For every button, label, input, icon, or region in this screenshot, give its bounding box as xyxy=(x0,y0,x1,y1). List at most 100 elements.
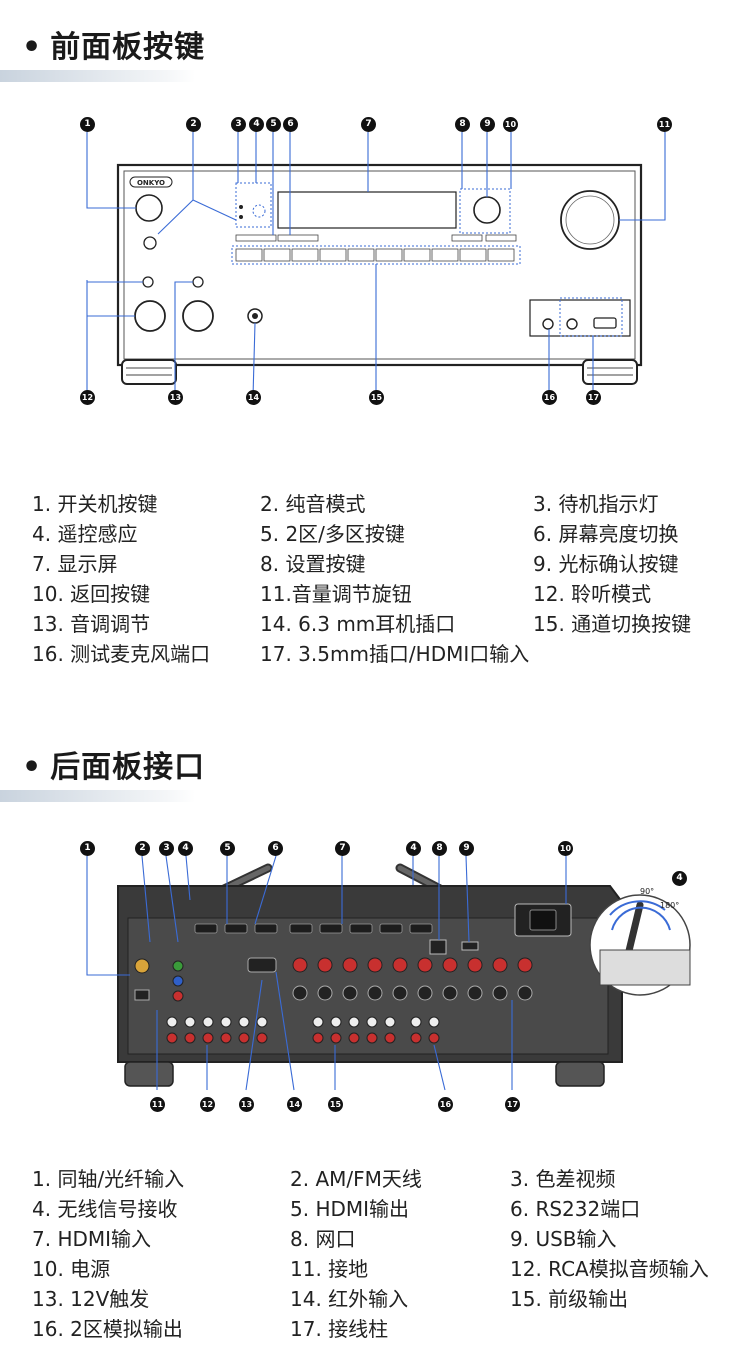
rear-callout-11: 11 xyxy=(150,1097,165,1112)
enter-knob xyxy=(473,196,501,224)
rear-callout-16: 16 xyxy=(438,1097,453,1112)
rear-callout-2: 2 xyxy=(135,841,150,856)
front-leader-lines xyxy=(86,132,666,398)
rear-title-underline xyxy=(0,790,195,802)
rear-callout-8: 8 xyxy=(432,841,447,856)
remote-sensor xyxy=(252,204,266,218)
rear-callout-4c: 4 xyxy=(672,871,687,886)
rear-legend-item: 5. HDMI输出 xyxy=(290,1197,410,1221)
rear-panel-diagram: 90° 180° xyxy=(86,855,691,1091)
front-title-underline xyxy=(0,70,195,82)
front-callout-7: 7 xyxy=(361,117,376,132)
rear-legend-item: 16. 2区模拟输出 xyxy=(32,1317,183,1341)
front-legend-item: 3. 待机指示灯 xyxy=(533,492,659,516)
front-callout-11: 11 xyxy=(657,117,672,132)
ethernet-port xyxy=(429,939,447,955)
rear-legend-item: 11. 接地 xyxy=(290,1257,369,1281)
front-legend-item: 4. 遥控感应 xyxy=(32,522,138,546)
angle-90-label: 90° xyxy=(640,887,654,896)
rear-callout-17: 17 xyxy=(505,1097,520,1112)
front-legend-item: 11.音量调节旋钮 xyxy=(260,582,412,606)
front-legend-item: 2. 纯音模式 xyxy=(260,492,366,516)
tone-knob xyxy=(182,300,214,332)
rear-legend-item: 7. HDMI输入 xyxy=(32,1227,152,1251)
front-callout-2: 2 xyxy=(186,117,201,132)
rear-callout-9: 9 xyxy=(459,841,474,856)
rear-title-text: 后面板接口 xyxy=(50,750,206,785)
rear-callout-3: 3 xyxy=(159,841,174,856)
front-title-text: 前面板按键 xyxy=(50,30,206,65)
rear-legend-item: 14. 红外输入 xyxy=(290,1287,409,1311)
front-callout-8: 8 xyxy=(455,117,470,132)
rear-legend-item: 15. 前级输出 xyxy=(510,1287,629,1311)
display-screen xyxy=(277,191,457,229)
rear-callout-6: 6 xyxy=(268,841,283,856)
pure-audio-button-shape xyxy=(143,236,157,250)
rear-callout-13: 13 xyxy=(239,1097,254,1112)
front-callout-9: 9 xyxy=(480,117,495,132)
volume-knob xyxy=(560,190,620,250)
front-legend-item: 10. 返回按键 xyxy=(32,582,151,606)
usb-port xyxy=(461,941,479,951)
rear-legend-item: 3. 色差视频 xyxy=(510,1167,616,1191)
front-legend-item: 17. 3.5mm插口/HDMI口输入 xyxy=(260,642,530,666)
rear-leader-lines xyxy=(86,855,567,1091)
front-callout-13: 13 xyxy=(168,390,183,405)
front-legend-item: 1. 开关机按键 xyxy=(32,492,158,516)
front-callout-16: 16 xyxy=(542,390,557,405)
rear-legend-item: 9. USB输入 xyxy=(510,1227,617,1251)
bullet-dot: • xyxy=(22,750,43,785)
front-panel-diagram: ONKYO xyxy=(86,132,666,398)
rear-callout-7: 7 xyxy=(335,841,350,856)
front-callout-5: 5 xyxy=(266,117,281,132)
front-callout-10: 10 xyxy=(503,117,518,132)
front-legend-item: 14. 6.3 mm耳机插口 xyxy=(260,612,456,636)
speaker-terminals xyxy=(292,957,533,1001)
rear-callout-12: 12 xyxy=(200,1097,215,1112)
setup-enter-zone xyxy=(459,188,511,234)
setup-mic-jack xyxy=(542,318,554,330)
front-callout-17: 17 xyxy=(586,390,601,405)
front-callout-1: 1 xyxy=(80,117,95,132)
front-legend-item: 5. 2区/多区按键 xyxy=(260,522,405,546)
front-legend-item: 13. 音调调节 xyxy=(32,612,151,636)
onkyo-logo: ONKYO xyxy=(129,176,173,188)
antenna-rotation-inset: 90° 180° xyxy=(589,887,691,996)
front-legend-item: 15. 通道切换按键 xyxy=(533,612,692,636)
rear-callout-1: 1 xyxy=(80,841,95,856)
front-callout-12: 12 xyxy=(80,390,95,405)
front-callout-3: 3 xyxy=(231,117,246,132)
rs232-port xyxy=(247,957,277,973)
coaxial-jack xyxy=(134,958,150,974)
rear-legend-item: 12. RCA模拟音频输入 xyxy=(510,1257,709,1281)
tone-small-button xyxy=(192,276,204,288)
brand-logo-text: ONKYO xyxy=(137,179,165,187)
bullet-dot: • xyxy=(22,30,43,65)
front-callout-14: 14 xyxy=(246,390,261,405)
rear-callout-5: 5 xyxy=(220,841,235,856)
rear-section-title: •后面板接口 xyxy=(22,742,205,786)
optical-port xyxy=(134,989,150,1001)
front-legend-item: 7. 显示屏 xyxy=(32,552,118,576)
listening-mode-small-button xyxy=(142,276,154,288)
front-callout-4: 4 xyxy=(249,117,264,132)
rear-legend-item: 1. 同轴/光纤输入 xyxy=(32,1167,185,1191)
hdmi-front-port xyxy=(593,317,617,329)
front-callout-15: 15 xyxy=(369,390,384,405)
rear-legend-item: 6. RS232端口 xyxy=(510,1197,641,1221)
hdmi-ports-row xyxy=(194,923,433,934)
rca-jacks xyxy=(166,1016,440,1044)
front-legend-item: 8. 设置按键 xyxy=(260,552,366,576)
indicator-zone xyxy=(235,182,272,228)
rear-legend-item: 13. 12V触发 xyxy=(32,1287,150,1311)
rear-callout-4: 4 xyxy=(178,841,193,856)
rear-legend-item: 2. AM/FM天线 xyxy=(290,1167,422,1191)
setup-mic-aux-zone xyxy=(529,299,631,337)
front-legend-item: 9. 光标确认按键 xyxy=(533,552,679,576)
rear-callout-15: 15 xyxy=(328,1097,343,1112)
rear-legend-item: 4. 无线信号接收 xyxy=(32,1197,178,1221)
angle-180-label: 180° xyxy=(660,901,679,910)
rear-callout-10: 10 xyxy=(558,841,573,856)
front-legend-item: 12. 聆听模式 xyxy=(533,582,652,606)
front-legend-item: 6. 屏幕亮度切换 xyxy=(533,522,679,546)
